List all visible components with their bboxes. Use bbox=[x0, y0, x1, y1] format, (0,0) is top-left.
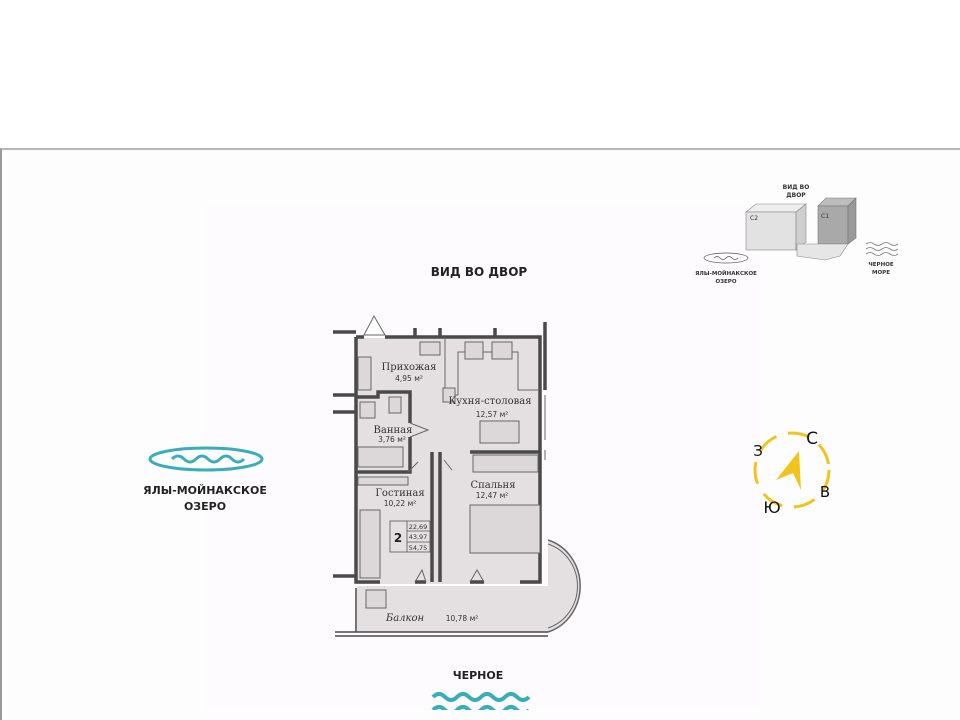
apartment-total-with-balcony: 54,75 bbox=[409, 544, 428, 552]
compass-west: З bbox=[753, 442, 763, 460]
room-bath-name: Ванная bbox=[374, 425, 413, 436]
room-living-name: Гостиная bbox=[375, 488, 424, 499]
lake-label-line2: ОЗЕРО bbox=[184, 500, 226, 513]
compass-east: В bbox=[820, 483, 830, 501]
room-bath-area: 3,76 м² bbox=[378, 435, 406, 444]
room-kitchen-area: 12,57 м² bbox=[476, 410, 509, 419]
minimap-sea-line1: ЧЕРНОЕ bbox=[868, 262, 894, 268]
room-living-area: 10,22 м² bbox=[384, 499, 417, 508]
minimap-lake-line1: ЯЛЫ-МОЙНАКСКОЕ bbox=[695, 269, 757, 277]
room-bedroom-area: 12,47 м² bbox=[476, 491, 509, 500]
room-bedroom-name: Спальня bbox=[470, 480, 515, 491]
room-balcony-area: 10,78 м² bbox=[446, 614, 479, 623]
apartment-total-area: 43,97 bbox=[409, 533, 428, 541]
building-minimap: ВИД ВО ДВОР С2 С1 ЯЛЫ-МОЙНАКСКОЕ ОЗЕРО Ч… bbox=[695, 184, 899, 285]
minimap-view-line1: ВИД ВО bbox=[783, 184, 810, 191]
view-label: ВИД ВО ДВОР bbox=[431, 265, 528, 279]
apartment-plan bbox=[333, 314, 581, 637]
apartment-living-area: 22,69 bbox=[409, 523, 428, 531]
room-hall-area: 4,95 м² bbox=[395, 374, 423, 383]
minimap-sea-line2: МОРЕ bbox=[872, 270, 890, 276]
room-balcony-name: Балкон bbox=[385, 613, 424, 624]
room-hall-name: Прихожая bbox=[382, 362, 437, 373]
compass-south: Ю bbox=[763, 498, 780, 517]
sea-label-line1: ЧЕРНОЕ bbox=[453, 669, 504, 682]
compass: С В Ю З bbox=[753, 429, 831, 517]
lake-label-line1: ЯЛЫ-МОЙНАКСКОЕ bbox=[143, 484, 267, 497]
minimap-c1: С1 bbox=[821, 213, 829, 220]
sea-waves-icon bbox=[431, 692, 531, 710]
compass-north: С bbox=[806, 429, 818, 449]
minimap-c2: С2 bbox=[750, 215, 758, 222]
apartment-room-count: 2 bbox=[394, 531, 402, 545]
minimap-view-line2: ДВОР bbox=[786, 192, 806, 199]
lake-icon bbox=[148, 446, 264, 472]
minimap-lake-line2: ОЗЕРО bbox=[715, 279, 736, 285]
room-kitchen-name: Кухня-столовая bbox=[448, 396, 531, 407]
